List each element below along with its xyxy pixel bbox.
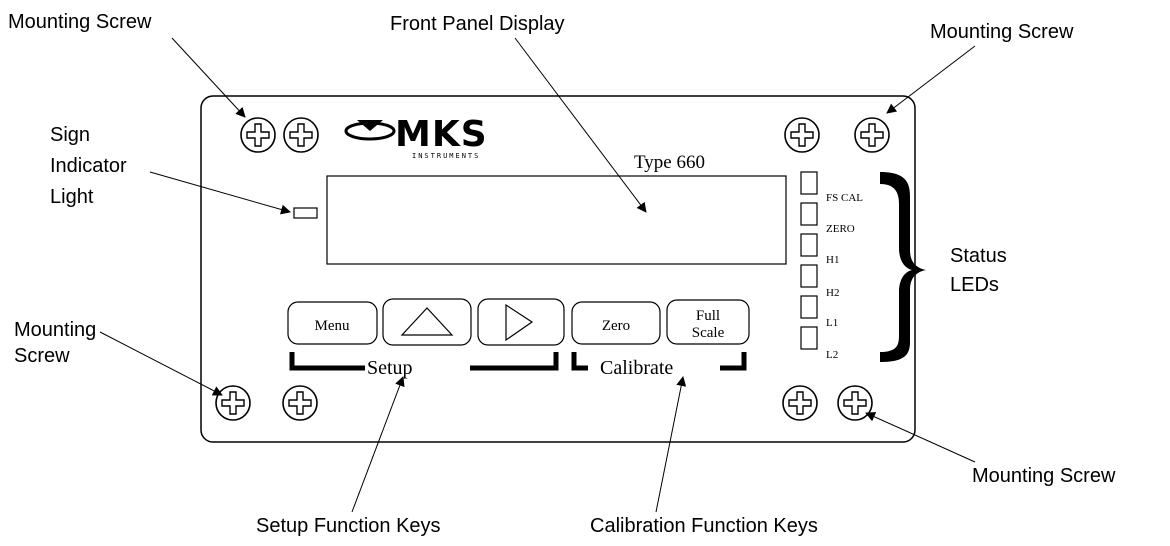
full-scale-key-label-line2: Scale [692,325,725,341]
leader-arrow [655,376,687,513]
callout-front-panel-display: Front Panel Display [390,13,565,35]
callout-mounting-screw-tr: Mounting Screw [930,21,1074,43]
logo-text: MKS [395,114,488,155]
sign-indicator-light [293,207,318,219]
status-led [800,295,818,319]
callout-status-leds-line1: Status [950,245,1007,267]
right-key[interactable] [477,298,565,346]
led-label-l2: L2 [826,349,838,361]
up-triangle-icon [400,307,454,336]
screw-icon [782,385,818,421]
status-leds-brace [880,172,926,362]
leader-arrow [351,376,405,513]
setup-bracket [289,352,559,371]
setup-group-label: Setup [367,357,413,379]
logo-subtext: INSTRUMENTS [412,152,480,160]
leader-arrow [171,37,246,118]
callout-mounting-screw-bl-line2: Screw [14,345,70,367]
callout-setup-function-keys: Setup Function Keys [256,515,441,537]
callout-mounting-screw-tl: Mounting Screw [8,11,152,33]
led-label-fs-cal: FS CAL [826,192,863,204]
led-label-l1: L1 [826,317,838,329]
status-led [800,202,818,226]
callout-sign-indicator-line1: Sign [50,124,90,146]
menu-key-label: Menu [315,318,350,334]
callout-status-leds-line2: LEDs [950,274,999,296]
mks-logo: MKS INSTRUMENTS [344,114,488,160]
status-led [800,171,818,195]
status-led [800,326,818,350]
screw-icon [283,117,319,153]
screw-icon [240,117,276,153]
full-scale-key[interactable]: Full Scale [666,299,750,345]
callout-sign-indicator-line3: Light [50,186,94,208]
menu-key[interactable]: Menu [287,301,378,345]
led-label-h1: H1 [826,254,839,266]
leader-arrow [99,331,223,396]
leader-arrow [886,45,976,114]
right-triangle-icon [505,303,534,342]
status-led [800,264,818,288]
full-scale-key-label-line1: Full [696,308,720,324]
callout-sign-indicator-line2: Indicator [50,155,127,177]
calibrate-group-label: Calibrate [600,357,673,379]
led-label-zero: ZERO [826,223,855,235]
calibrate-bracket [571,352,747,371]
screw-icon [854,117,890,153]
leader-arrow [865,412,976,463]
led-label-h2: H2 [826,287,839,299]
model-label: Type 660 [634,152,705,173]
leader-arrow [514,37,647,213]
screw-icon [837,385,873,421]
status-led-column: FS CAL ZERO H1 H2 L1 L2 [800,171,863,361]
screw-icon [215,385,251,421]
screw-icon [784,117,820,153]
up-key[interactable] [382,298,472,346]
zero-key-label: Zero [602,318,630,334]
callout-mounting-screw-br: Mounting Screw [972,465,1116,487]
status-led [800,233,818,257]
zero-key[interactable]: Zero [571,301,661,345]
leader-arrow [149,171,291,215]
screw-icon [282,385,318,421]
front-panel-display [326,175,787,265]
callout-calibration-function-keys: Calibration Function Keys [590,515,818,537]
callout-mounting-screw-bl-line1: Mounting [14,319,96,341]
